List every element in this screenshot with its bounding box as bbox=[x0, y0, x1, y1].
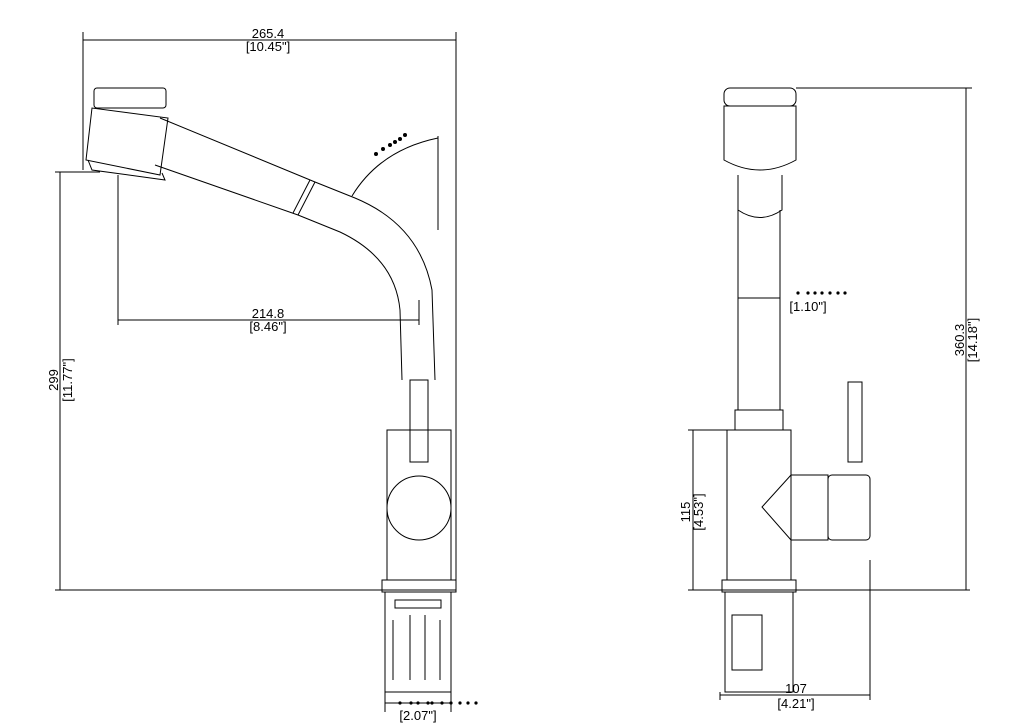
side-view: 265.4 [10.45"] 214.8 [8.46"] 299 [11.77"… bbox=[46, 26, 478, 723]
spray-head bbox=[723, 105, 797, 171]
faucet-body bbox=[386, 429, 452, 581]
overall-width-in: [10.45"] bbox=[246, 39, 290, 54]
spout-diameter-in: [1.10"] bbox=[789, 299, 826, 314]
overall-width-mm: 265.4 bbox=[252, 26, 285, 41]
lever-hub bbox=[827, 474, 871, 541]
base-width-in: [2.07"] bbox=[399, 708, 436, 723]
spout-reach-in: [8.46"] bbox=[249, 319, 286, 334]
body-height-in: [4.53"] bbox=[691, 493, 706, 530]
lever-hub bbox=[386, 475, 452, 541]
spout-reach-mm: 214.8 bbox=[252, 306, 285, 321]
angle-arc bbox=[351, 137, 439, 197]
obscured-spout-label bbox=[796, 291, 847, 295]
base-width-in: [4.21"] bbox=[777, 696, 814, 711]
lever-handle bbox=[847, 381, 863, 463]
overall-height-mm: 360.3 bbox=[952, 324, 967, 357]
mounting-clip bbox=[731, 614, 763, 671]
overall-height-in: [14.18"] bbox=[965, 318, 980, 362]
mounting-shank bbox=[384, 591, 452, 693]
spray-head-cap bbox=[93, 87, 167, 109]
body-height-mm: 115 bbox=[678, 502, 693, 523]
front-view: [1.10"] 107 [4.21"] 115 [4.53"] 360.3 [1… bbox=[678, 87, 980, 711]
spout-lower-edge bbox=[154, 164, 403, 381]
mounting-shank bbox=[724, 591, 794, 693]
obscured-base-label bbox=[398, 701, 478, 705]
spray-head bbox=[85, 107, 169, 176]
lever-handle bbox=[409, 379, 429, 463]
spray-head-cap bbox=[723, 87, 797, 107]
obscured-angle-label bbox=[374, 133, 407, 156]
faucet-body bbox=[726, 429, 792, 581]
base-width-mm: 107 bbox=[785, 681, 807, 696]
cartridge-housing bbox=[761, 474, 829, 541]
spout-height-in: [11.77"] bbox=[60, 358, 75, 401]
spout-upper-edge bbox=[159, 117, 436, 381]
spout-height-mm: 299 bbox=[46, 369, 61, 391]
